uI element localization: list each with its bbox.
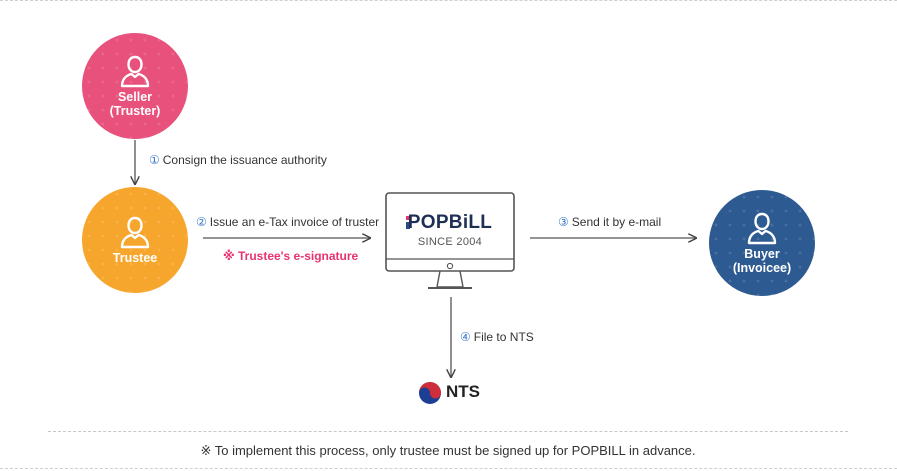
person-icon — [120, 55, 150, 88]
bottom-divider — [0, 468, 897, 469]
step-text: Send it by e-mail — [571, 215, 662, 229]
step-number: ① — [149, 153, 160, 167]
monitor-icon — [385, 192, 515, 289]
nts-emblem-icon — [419, 382, 442, 404]
step-text: File to NTS — [473, 330, 534, 344]
step-number: ④ — [460, 330, 471, 344]
buyer-node: Buyer (Invoicee) — [709, 190, 815, 296]
trustee-node: Trustee — [82, 187, 188, 293]
popbill-logo-icon — [406, 216, 410, 229]
step-number: ③ — [558, 215, 569, 229]
step-text: Issue an e-Tax invoice of truster — [209, 215, 380, 229]
buyer-label: Buyer — [744, 247, 780, 261]
seller-node: Seller (Truster) — [82, 33, 188, 139]
trustee-label: Trustee — [112, 251, 158, 265]
step-text: Consign the issuance authority — [162, 153, 327, 167]
footer-note: ※ To implement this process, only truste… — [200, 443, 696, 458]
seller-label: Seller — [117, 90, 153, 104]
person-icon — [120, 216, 150, 249]
footer-divider — [48, 431, 848, 432]
top-divider — [0, 0, 897, 1]
seller-sublabel: (Truster) — [109, 104, 161, 118]
step-number: ② — [196, 215, 207, 229]
person-icon — [747, 212, 777, 245]
popbill-logo-text: POPBiLL — [407, 212, 493, 233]
buyer-sublabel: (Invoicee) — [732, 261, 792, 275]
nts-label: NTS — [446, 382, 480, 401]
popbill-since: SINCE 2004 — [417, 236, 483, 248]
signature-note: ※ Trustee's e-signature — [223, 249, 359, 263]
